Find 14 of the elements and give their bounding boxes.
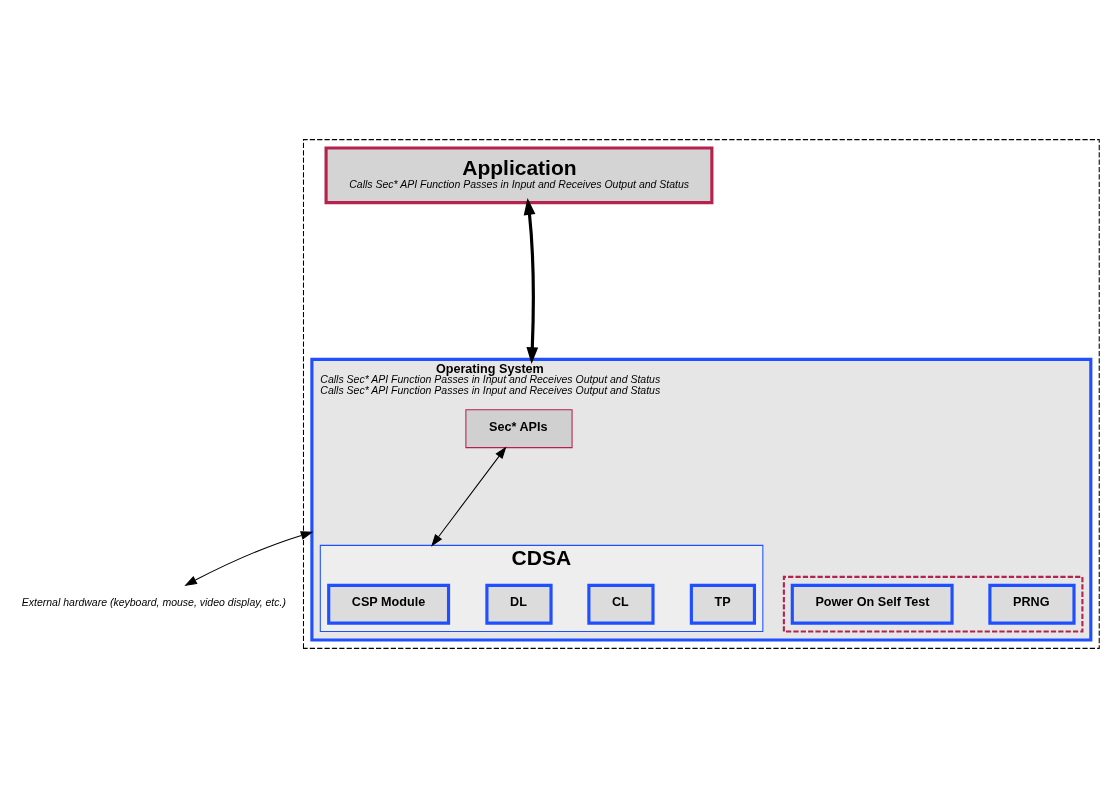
node-box: Power On Self Test <box>790 583 954 625</box>
node-box: CL <box>586 583 655 625</box>
node-box: Application Calls Sec* API Function Passes in Input and Receives Output and Status <box>324 146 713 205</box>
arrow <box>523 198 538 365</box>
node-box: DL <box>484 583 553 625</box>
node-box: TP <box>689 583 756 625</box>
arrow <box>183 531 313 586</box>
cluster <box>302 139 1100 649</box>
arrow <box>430 446 506 547</box>
cluster <box>782 575 1083 633</box>
node-box: CSP Module <box>326 583 450 625</box>
node-box: PRNG <box>987 583 1076 625</box>
node-text: External hardware (keyboard, mouse, video display, etc.) <box>21 595 286 608</box>
node-box: Sec* APIs <box>464 409 573 449</box>
